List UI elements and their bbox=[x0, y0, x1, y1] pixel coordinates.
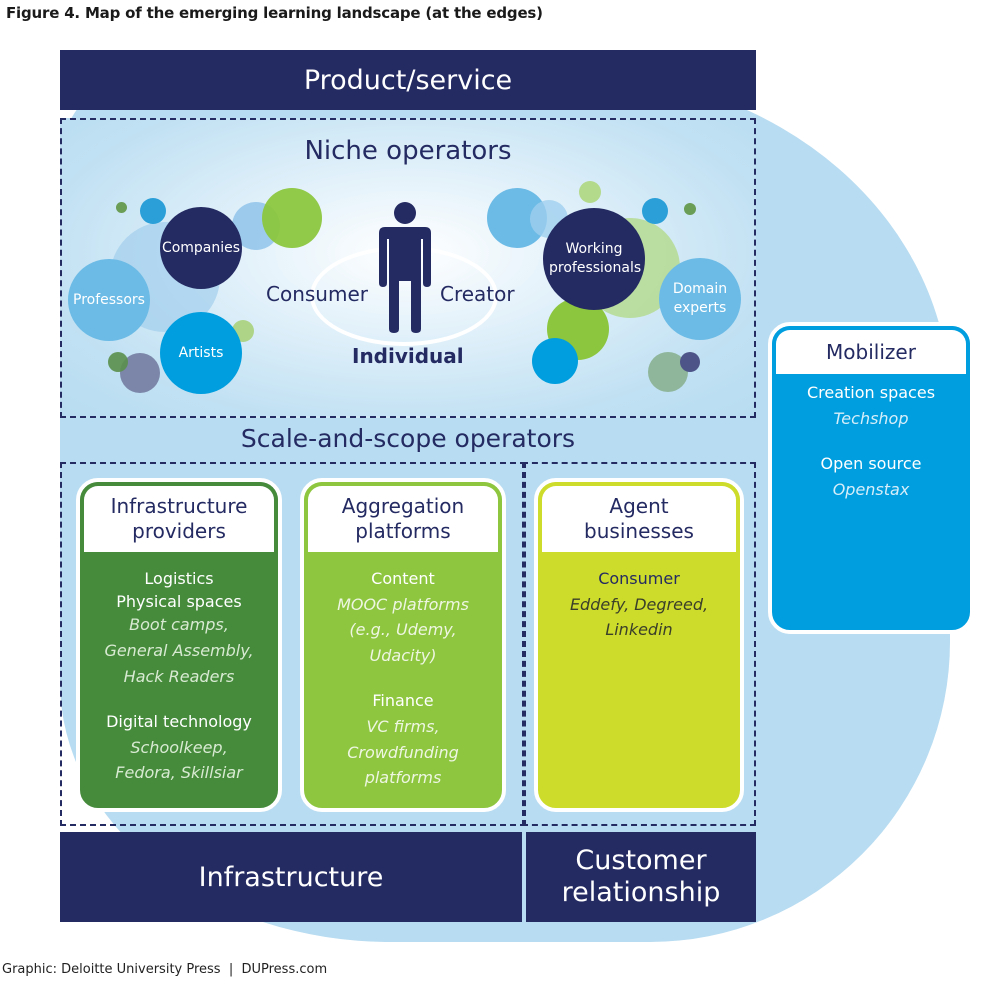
individual-label: Individual bbox=[352, 344, 464, 368]
card-body: Content MOOC platforms (e.g., Udemy, Uda… bbox=[337, 569, 469, 788]
card-mobilizer: Mobilizer Creation spaces Techshop Open … bbox=[768, 322, 974, 634]
card-title: Infrastructure providers bbox=[80, 482, 278, 552]
decor-circle bbox=[116, 202, 127, 213]
card-aggregation-platforms: Aggregation platforms Content MOOC platf… bbox=[300, 478, 506, 812]
decor-circle bbox=[684, 203, 696, 215]
decor-circle bbox=[140, 198, 166, 224]
card-body: Creation spaces Techshop Open source Ope… bbox=[806, 383, 936, 499]
person-icon bbox=[379, 202, 431, 333]
card-agent-businesses: Agent businesses Consumer Eddefy, Degree… bbox=[534, 478, 744, 812]
decor-circle bbox=[532, 338, 578, 384]
decor-circle bbox=[680, 352, 700, 372]
card-title: Mobilizer bbox=[772, 326, 970, 374]
group-circle-companies: Companies bbox=[160, 207, 242, 289]
decor-circle bbox=[108, 352, 128, 372]
niche-operators-heading: Niche operators bbox=[304, 136, 512, 166]
decor-circle bbox=[262, 188, 322, 248]
scale-scope-heading: Scale-and-scope operators bbox=[240, 424, 576, 453]
creator-label: Creator bbox=[440, 282, 515, 306]
customer-relationship-bar: Customer relationship bbox=[526, 832, 756, 922]
card-body: Logistics Physical spaces Boot camps, Ge… bbox=[104, 569, 254, 783]
consumer-label: Consumer bbox=[266, 282, 368, 306]
card-body: Consumer Eddefy, Degreed, Linkedin bbox=[569, 569, 709, 640]
group-circle-professors: Professors bbox=[68, 259, 150, 341]
product-service-label: Product/service bbox=[303, 64, 513, 96]
group-circle-working-professionals: Working professionals bbox=[543, 208, 645, 310]
group-circle-domain-experts: Domain experts bbox=[659, 258, 741, 340]
infrastructure-bar: Infrastructure bbox=[60, 832, 522, 922]
product-service-bar: Product/service bbox=[60, 50, 756, 110]
figure-title: Figure 4. Map of the emerging learning l… bbox=[6, 4, 543, 22]
credit-line: Graphic: Deloitte University Press | DUP… bbox=[2, 962, 328, 977]
card-infrastructure-providers: Infrastructure providers Logistics Physi… bbox=[76, 478, 282, 812]
card-title: Aggregation platforms bbox=[304, 482, 502, 552]
decor-circle bbox=[579, 181, 601, 203]
scale-region-right bbox=[522, 462, 756, 826]
card-title: Agent businesses bbox=[538, 482, 740, 552]
decor-circle bbox=[642, 198, 668, 224]
group-circle-artists: Artists bbox=[160, 312, 242, 394]
scale-region-left bbox=[60, 462, 526, 826]
